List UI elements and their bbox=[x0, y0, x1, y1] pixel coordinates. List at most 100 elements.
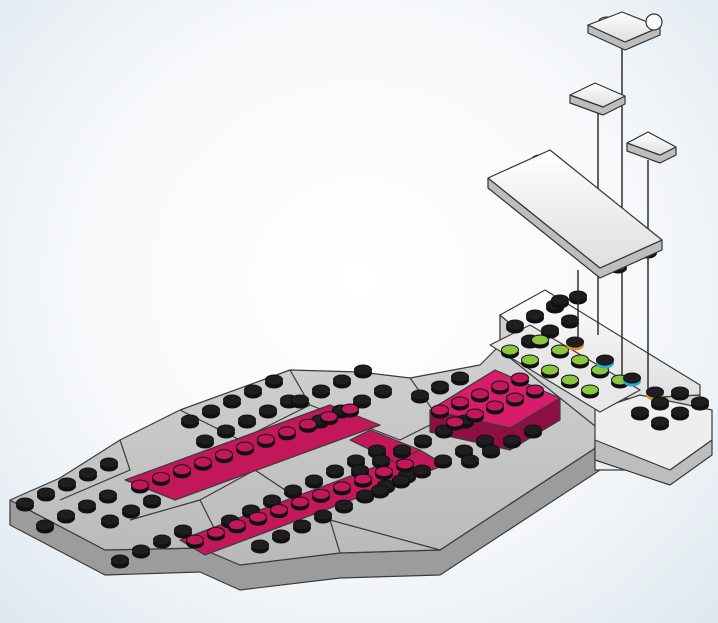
floating-parts bbox=[488, 12, 676, 278]
stud bbox=[434, 455, 452, 469]
stud bbox=[238, 415, 256, 429]
stud bbox=[561, 375, 579, 389]
stud bbox=[36, 520, 54, 534]
stud bbox=[671, 387, 689, 401]
stud bbox=[491, 381, 509, 395]
stud bbox=[291, 497, 309, 511]
stud bbox=[335, 500, 353, 514]
stud bbox=[375, 467, 393, 481]
stud bbox=[506, 393, 524, 407]
stud bbox=[100, 458, 118, 472]
stud bbox=[431, 381, 449, 395]
stud bbox=[244, 385, 262, 399]
floating-round-stud bbox=[646, 14, 662, 30]
stud bbox=[651, 417, 669, 431]
stud bbox=[78, 500, 96, 514]
stud bbox=[202, 405, 220, 419]
stud bbox=[270, 505, 288, 518]
stud bbox=[451, 372, 469, 386]
stud bbox=[79, 468, 97, 482]
stud bbox=[413, 465, 431, 479]
stud bbox=[526, 310, 544, 324]
stud bbox=[228, 520, 246, 534]
stud bbox=[561, 315, 579, 329]
stud bbox=[506, 320, 524, 334]
stud bbox=[333, 375, 351, 389]
stud bbox=[354, 365, 372, 379]
stud bbox=[194, 457, 212, 471]
stud bbox=[511, 373, 529, 387]
stud bbox=[143, 495, 161, 509]
stud bbox=[524, 425, 542, 439]
stud bbox=[236, 442, 254, 456]
stud bbox=[333, 482, 351, 496]
stud bbox=[392, 475, 410, 489]
stud bbox=[414, 435, 432, 449]
stud bbox=[257, 434, 275, 448]
stud bbox=[153, 535, 171, 549]
stud bbox=[217, 425, 235, 439]
stud bbox=[393, 445, 411, 459]
stud bbox=[37, 488, 55, 502]
stud bbox=[596, 355, 614, 369]
stud bbox=[305, 475, 323, 489]
stud bbox=[631, 407, 649, 421]
stud bbox=[503, 435, 521, 449]
stud bbox=[526, 385, 544, 399]
stud bbox=[207, 527, 225, 541]
stud bbox=[482, 445, 500, 459]
stud bbox=[215, 450, 233, 464]
stud bbox=[251, 540, 269, 554]
stud bbox=[181, 415, 199, 429]
stud bbox=[446, 417, 464, 431]
stud bbox=[396, 459, 414, 473]
stud bbox=[152, 472, 170, 486]
stud bbox=[278, 427, 296, 441]
stud bbox=[196, 435, 214, 449]
stud bbox=[122, 505, 140, 519]
stud bbox=[551, 295, 569, 309]
stud bbox=[571, 355, 589, 369]
stud bbox=[16, 498, 34, 512]
stud bbox=[326, 465, 344, 479]
stud bbox=[293, 520, 311, 534]
stud bbox=[265, 375, 283, 389]
stud bbox=[371, 485, 389, 499]
stud bbox=[284, 485, 302, 499]
stud bbox=[411, 390, 429, 404]
stud bbox=[551, 345, 569, 359]
stud bbox=[173, 465, 191, 479]
stud bbox=[57, 510, 75, 524]
stud bbox=[131, 480, 149, 494]
stud bbox=[223, 395, 241, 409]
stud bbox=[466, 409, 484, 423]
stud bbox=[354, 474, 372, 488]
stud bbox=[623, 373, 641, 387]
stud bbox=[312, 489, 330, 503]
stud bbox=[521, 355, 539, 369]
stud bbox=[312, 385, 330, 399]
stud bbox=[272, 530, 290, 544]
stud bbox=[299, 419, 317, 433]
stud bbox=[471, 389, 489, 403]
stud bbox=[101, 515, 119, 529]
stud bbox=[111, 555, 129, 569]
stud bbox=[431, 405, 449, 419]
stud bbox=[320, 412, 338, 426]
stud bbox=[374, 385, 392, 399]
stud bbox=[451, 397, 469, 411]
stud bbox=[461, 455, 479, 469]
stud bbox=[291, 395, 309, 409]
stud bbox=[671, 407, 689, 421]
stud bbox=[501, 345, 519, 359]
stud bbox=[99, 490, 117, 504]
stud bbox=[249, 512, 267, 526]
stud bbox=[314, 510, 332, 524]
stud bbox=[259, 405, 277, 419]
stud bbox=[691, 397, 709, 411]
stud bbox=[581, 385, 599, 399]
stud bbox=[651, 397, 669, 411]
stud bbox=[541, 365, 559, 379]
